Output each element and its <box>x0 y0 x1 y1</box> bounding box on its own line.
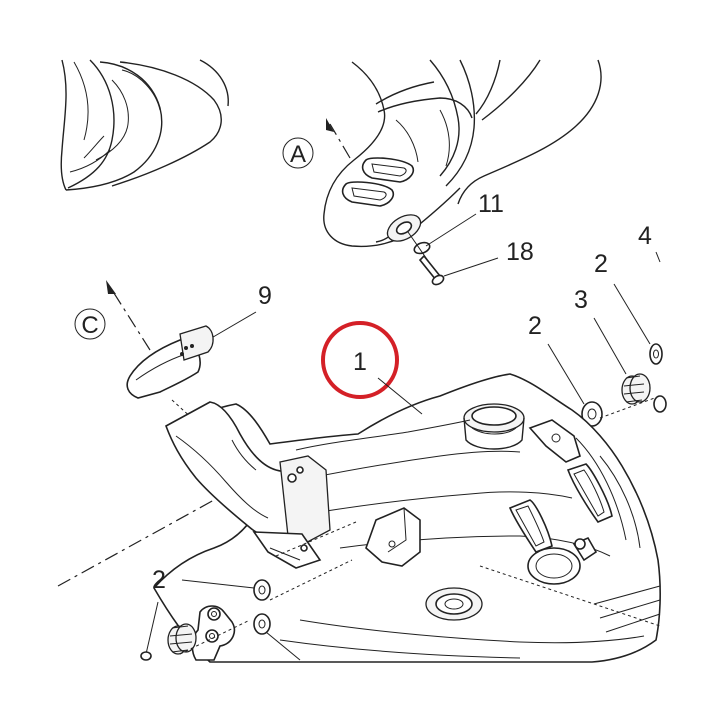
callout-1: 1 <box>353 348 367 376</box>
leader-18 <box>443 257 499 277</box>
leader-lower-b <box>265 631 301 661</box>
leader-2-lower <box>181 579 255 589</box>
part-18-screw <box>418 254 445 286</box>
view-ref-c: C <box>74 280 151 351</box>
callout-2-lower: 2 <box>152 566 166 594</box>
part-2-washer-lower-c <box>140 651 152 661</box>
callout-18: 18 <box>506 238 534 266</box>
axis-lower-right <box>479 565 661 627</box>
callout-4: 4 <box>638 222 652 250</box>
axis-lower-b <box>179 619 251 655</box>
callout-3: 3 <box>574 286 588 314</box>
pump-port <box>425 587 483 621</box>
highlight-circle <box>321 321 399 399</box>
part-1-fuel-tank <box>153 373 661 663</box>
part-2-washer-lower-b <box>253 613 271 635</box>
upper-left-cover <box>60 59 229 191</box>
bracket-slot-upper <box>361 157 415 183</box>
callout-11: 11 <box>478 190 504 218</box>
callout-9: 9 <box>258 282 272 310</box>
bracket-slot-lower <box>341 181 395 207</box>
leader-4 <box>655 251 661 263</box>
leader-2-upper <box>613 283 651 345</box>
leader-3 <box>593 317 627 375</box>
leader-11 <box>425 213 477 247</box>
filler-neck <box>463 403 525 450</box>
tank-top-bracket <box>528 419 581 463</box>
callout-1-highlight: 1 <box>321 321 423 415</box>
tank-bracket <box>365 507 421 567</box>
leader-lower-c <box>145 601 159 655</box>
part-2-washer-far <box>649 343 663 365</box>
part-2-washer-lower-a <box>253 579 271 601</box>
tank-fitting-right <box>527 536 598 585</box>
callout-2-upper: 2 <box>594 250 608 278</box>
arrow-head-a <box>326 118 334 132</box>
view-ref-a: A <box>282 118 351 169</box>
callout-2-right: 2 <box>528 312 542 340</box>
tank-slot-left <box>508 499 553 553</box>
arrow-head-c <box>106 280 116 294</box>
upper-center-bracket <box>323 59 602 248</box>
tank-slot-right <box>566 463 613 523</box>
centerline-left <box>57 499 215 587</box>
axis-right <box>599 395 661 419</box>
leader-2-right <box>547 343 585 405</box>
axis-bracket <box>275 521 357 557</box>
lower-left-grommet <box>167 623 197 655</box>
view-ref-a-label: A <box>290 141 306 168</box>
view-ref-c-label: C <box>81 312 98 339</box>
leader-1 <box>377 377 423 415</box>
leader-9 <box>207 311 257 341</box>
rubber-mount-hose <box>165 401 331 569</box>
part-9-clamp <box>126 325 214 399</box>
part-3-grommet <box>621 373 667 413</box>
